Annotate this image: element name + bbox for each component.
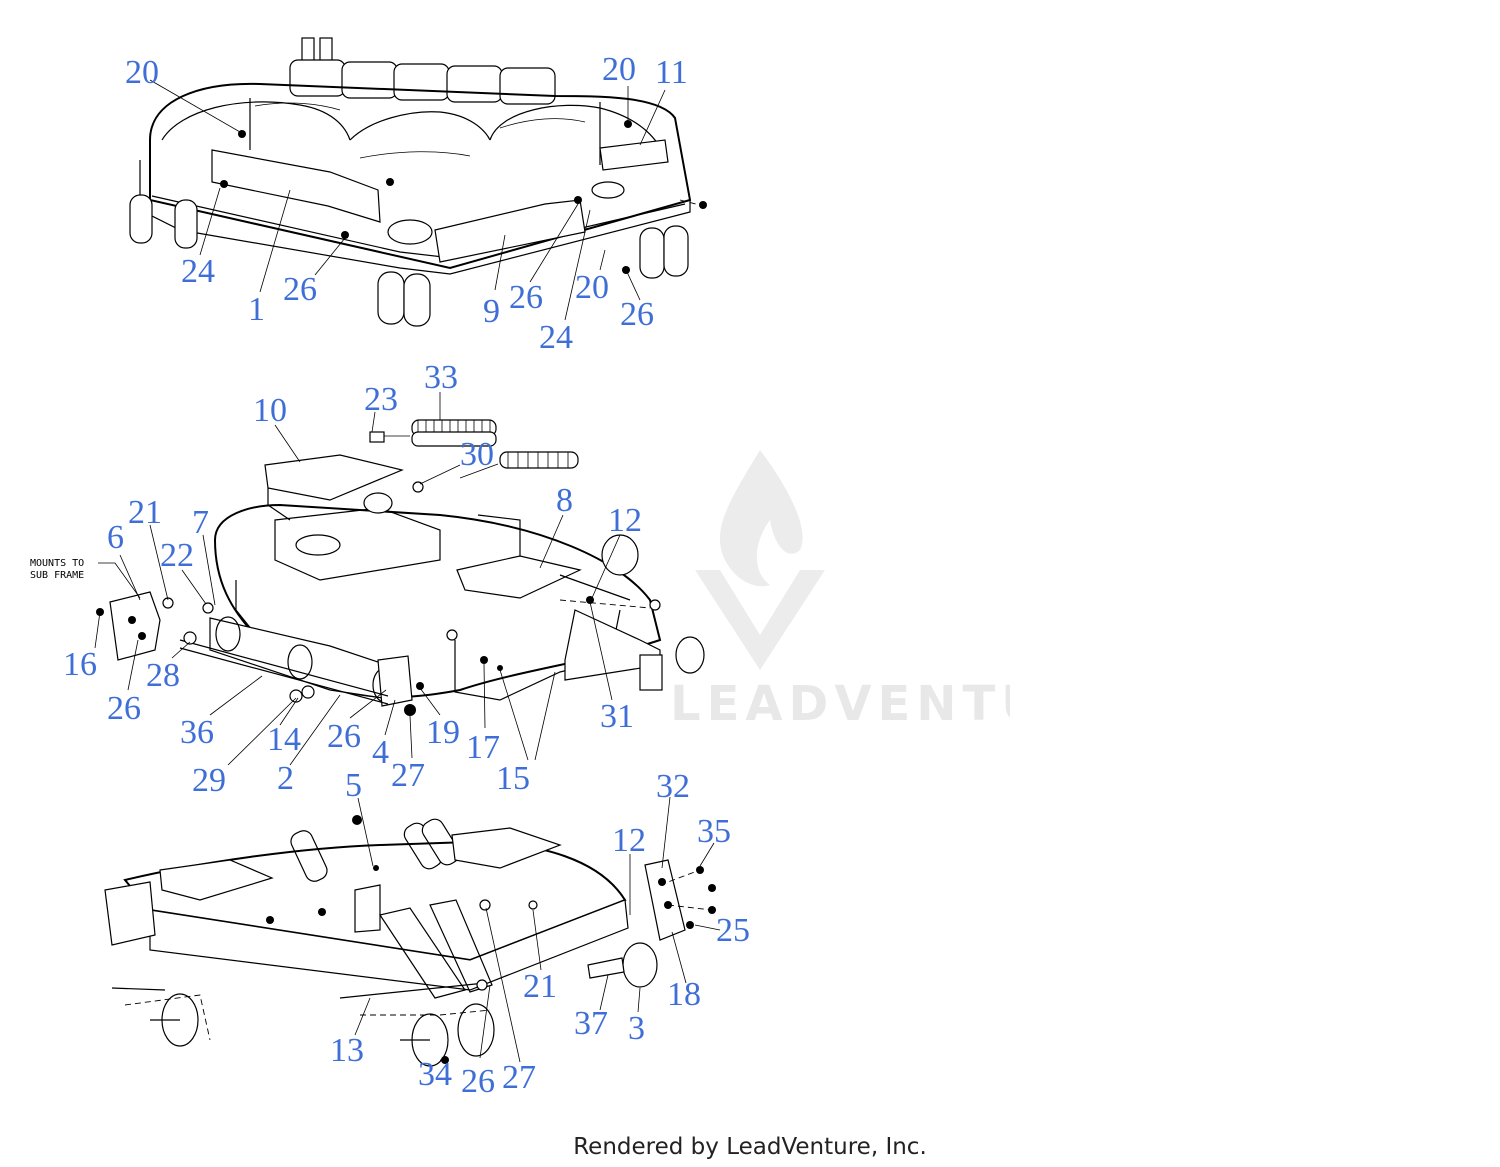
callout-bot-35: 35 — [697, 813, 731, 850]
callout-mid-17: 17 — [466, 729, 500, 766]
callout-bot-5: 5 — [345, 767, 362, 804]
callout-mid-31: 31 — [600, 698, 634, 735]
callout-bot-26: 26 — [461, 1063, 495, 1100]
callout-top-9: 9 — [483, 293, 500, 330]
callout-bot-37: 37 — [574, 1005, 608, 1042]
callout-bot-12: 12 — [612, 822, 646, 859]
callout-bot-25: 25 — [716, 912, 750, 949]
mounts-note-line1: MOUNTS TO — [30, 558, 84, 569]
callout-top-24b: 24 — [539, 319, 573, 356]
callout-mid-33: 33 — [424, 359, 458, 396]
callout-mid-16: 16 — [63, 646, 97, 683]
callout-mid-14: 14 — [267, 721, 301, 758]
callout-top-26b: 26 — [509, 279, 543, 316]
callout-top-20c: 20 — [575, 269, 609, 306]
callout-top-1: 1 — [248, 291, 265, 328]
callout-mid-26b: 26 — [327, 718, 361, 755]
callout-bot-21: 21 — [523, 968, 557, 1005]
callout-mid-8: 8 — [556, 482, 573, 519]
callout-top-26c: 26 — [620, 296, 654, 333]
callout-bot-3: 3 — [628, 1010, 645, 1047]
callout-mid-22: 22 — [160, 537, 194, 574]
callout-mid-36: 36 — [180, 714, 214, 751]
callout-top-26a: 26 — [283, 271, 317, 308]
callout-mid-27: 27 — [391, 757, 425, 794]
callout-top-20b: 20 — [602, 51, 636, 88]
middle-deck-assembly: MOUNTS TO SUB FRAME — [30, 359, 705, 799]
callout-mid-6: 6 — [107, 519, 124, 556]
callout-mid-7: 7 — [192, 504, 209, 541]
callout-bot-32: 32 — [656, 768, 690, 805]
flame-icon — [719, 450, 803, 587]
callout-mid-15: 15 — [496, 760, 530, 797]
callout-mid-28: 28 — [146, 657, 180, 694]
callout-mid-21: 21 — [128, 494, 162, 531]
watermark-text: LEADVENTURE — [670, 676, 1010, 732]
mounts-note-line2: SUB FRAME — [30, 570, 84, 581]
callout-top-20a: 20 — [125, 54, 159, 91]
callout-bot-18: 18 — [667, 976, 701, 1013]
bottom-deck-assembly: 5 32 35 12 25 21 18 37 3 13 34 26 27 — [104, 767, 750, 1100]
callout-mid-2: 2 — [277, 760, 294, 797]
callout-bot-27: 27 — [502, 1059, 536, 1096]
callout-mid-29: 29 — [192, 762, 226, 799]
callout-mid-26a: 26 — [107, 690, 141, 727]
callout-top-24a: 24 — [181, 253, 215, 290]
top-deck-assembly: 20 20 11 24 1 26 9 26 20 24 26 — [125, 37, 707, 356]
callout-mid-10: 10 — [253, 392, 287, 429]
v-logo-icon — [695, 570, 825, 670]
callout-mid-23: 23 — [364, 381, 398, 418]
callout-mid-4: 4 — [372, 734, 389, 771]
leadventure-watermark: LEADVENTURE — [670, 450, 1010, 732]
callout-bot-13: 13 — [330, 1032, 364, 1069]
footer-credit: Rendered by LeadVenture, Inc. — [573, 1134, 927, 1160]
callout-mid-19: 19 — [426, 714, 460, 751]
callout-bot-34: 34 — [418, 1056, 452, 1093]
callout-mid-30: 30 — [460, 436, 494, 473]
callout-mid-12: 12 — [608, 502, 642, 539]
callout-top-11: 11 — [655, 54, 688, 91]
